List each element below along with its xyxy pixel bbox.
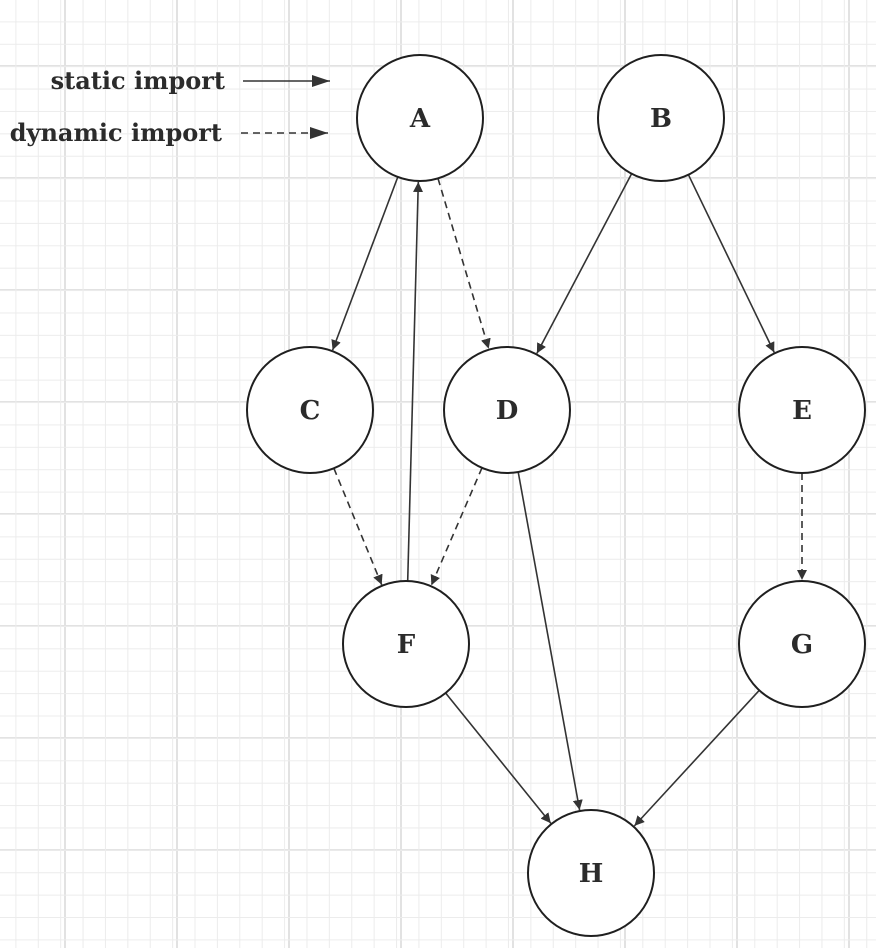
edge-g-to-h <box>633 689 760 827</box>
node-b: B <box>597 54 725 182</box>
edge-c-to-f <box>333 467 383 586</box>
node-f: F <box>342 580 470 708</box>
edge-f-to-a <box>406 181 424 582</box>
node-circle <box>443 346 571 474</box>
nodes-layer: A B C D E F G H <box>246 54 866 937</box>
edge-a-to-c <box>331 176 399 351</box>
node-label: A <box>409 104 431 134</box>
node-circle <box>356 54 484 182</box>
node-label: D <box>496 396 519 426</box>
node-circle <box>738 346 866 474</box>
edge-a-to-d <box>437 178 491 349</box>
node-label: H <box>579 859 604 889</box>
node-label: E <box>792 396 812 426</box>
node-label: B <box>650 104 672 134</box>
edges-layer <box>331 173 807 827</box>
edge-f-to-h <box>444 692 552 824</box>
node-label: C <box>300 396 321 426</box>
edge-d-to-f <box>430 467 483 586</box>
edge-d-to-h <box>517 471 583 811</box>
node-circle <box>246 346 374 474</box>
legend-static-label: static import <box>51 66 225 95</box>
node-circle <box>527 809 655 937</box>
node-e: E <box>738 346 866 474</box>
edge-b-to-e <box>687 174 775 353</box>
node-a: A <box>356 54 484 182</box>
node-circle <box>738 580 866 708</box>
node-circle <box>342 580 470 708</box>
node-label: G <box>791 630 813 660</box>
legend-dynamic-label: dynamic import <box>10 118 222 147</box>
node-h: H <box>527 809 655 937</box>
node-g: G <box>738 580 866 708</box>
node-circle <box>597 54 725 182</box>
edge-b-to-d <box>536 173 633 354</box>
legend: static import dynamic import <box>10 66 330 147</box>
node-c: C <box>246 346 374 474</box>
node-d: D <box>443 346 571 474</box>
node-label: F <box>397 630 416 660</box>
